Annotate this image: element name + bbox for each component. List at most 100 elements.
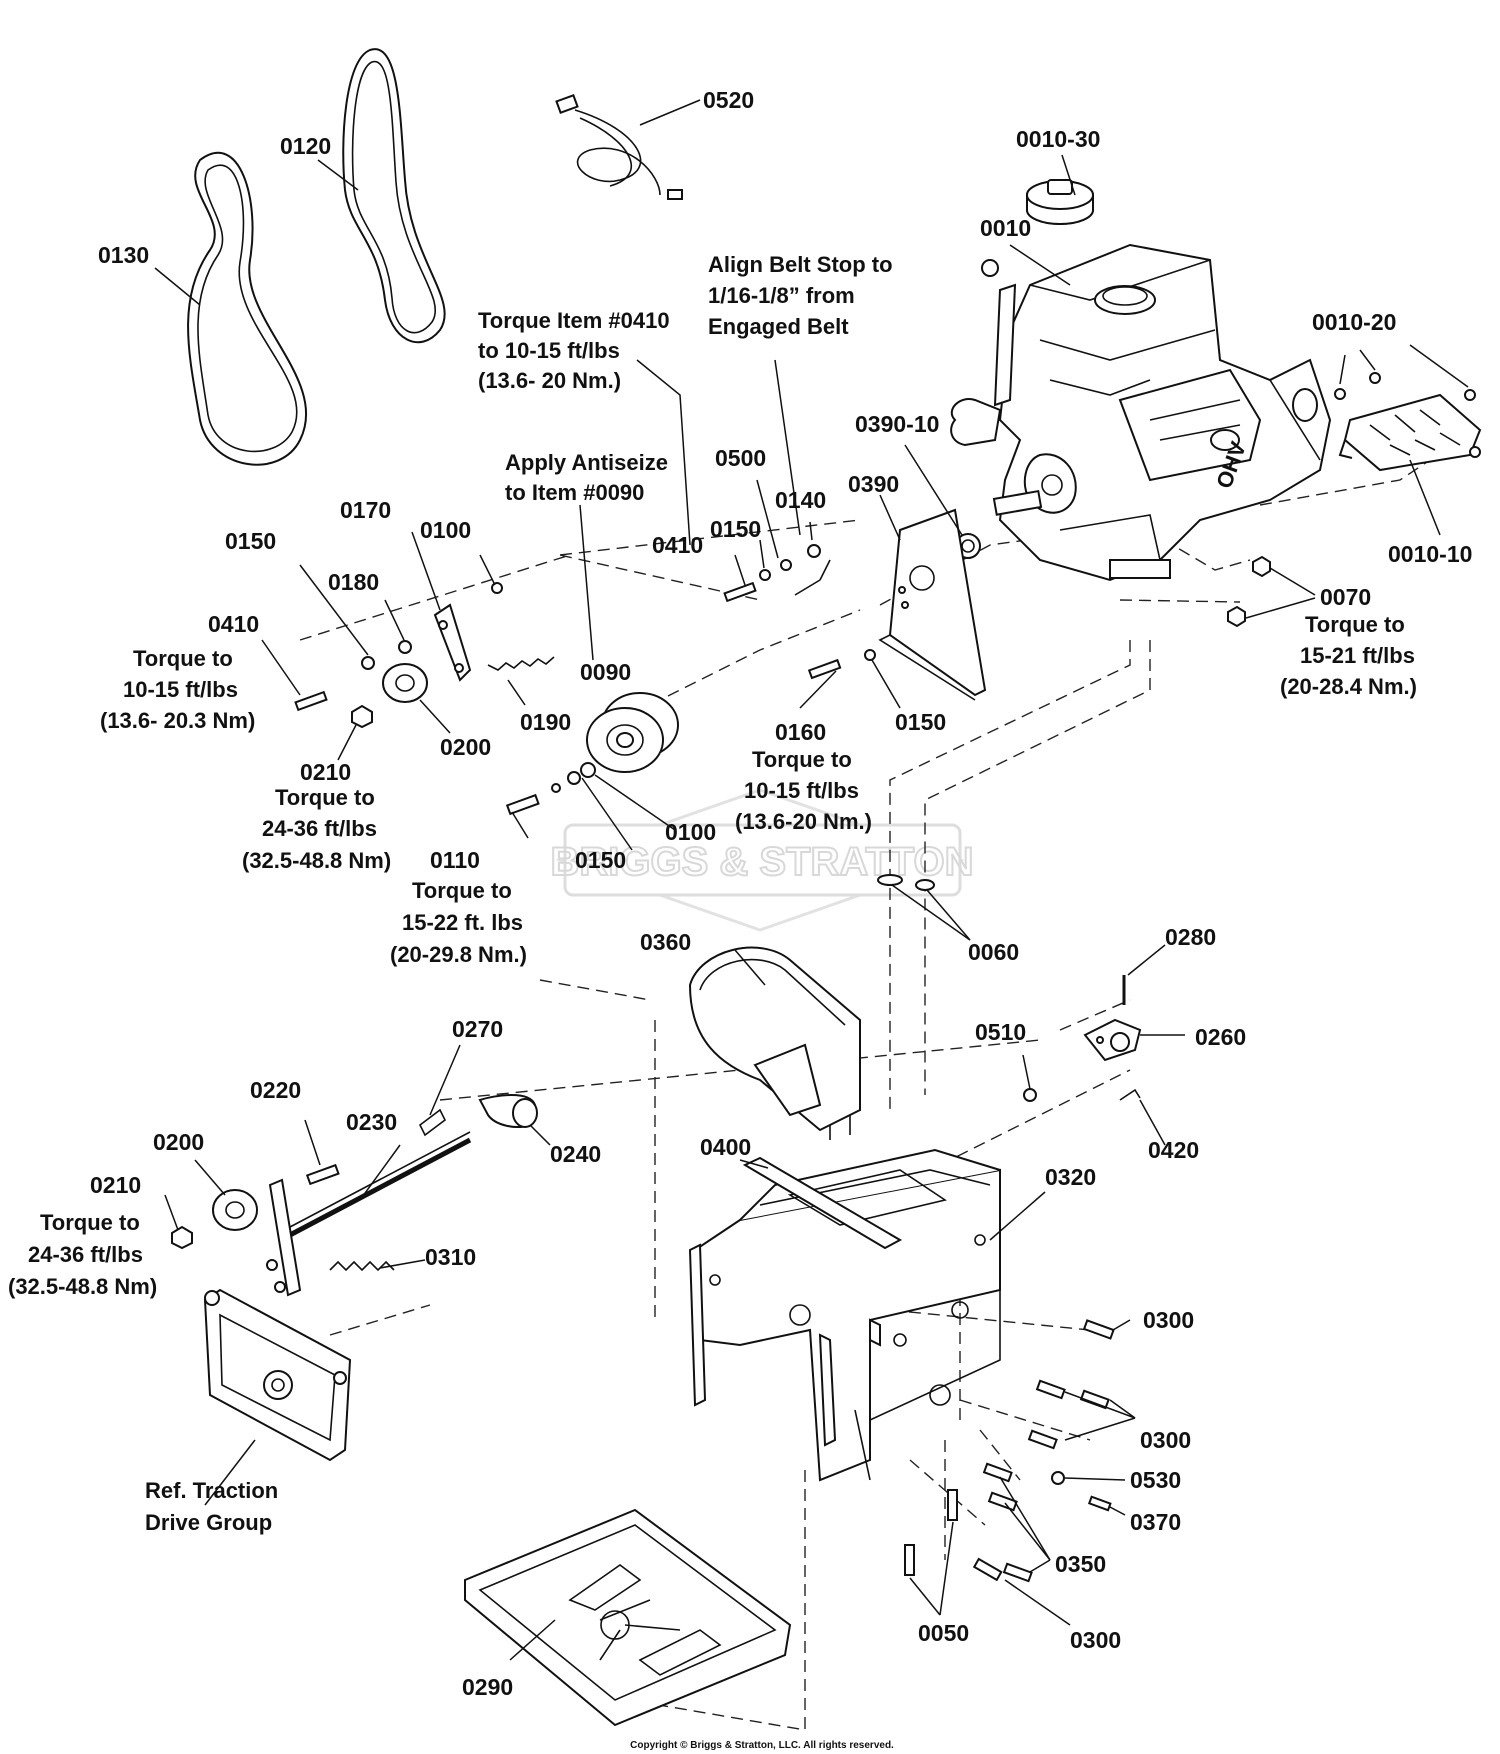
note-torque-0210b-line3: (32.5-48.8 Nm) <box>8 1274 157 1299</box>
callout-0510: 0510 <box>975 1019 1026 1045</box>
callout-0150-c: 0150 <box>575 847 626 873</box>
fuel-cap-0010-30 <box>1026 179 1094 225</box>
callout-0310: 0310 <box>425 1244 476 1270</box>
notes: Torque Item #0410 to 10-15 ft/lbs (13.6-… <box>8 252 1417 1535</box>
callout-0100-b: 0100 <box>665 819 716 845</box>
note-torque-0210a-line2: 24-36 ft/lbs <box>262 816 377 841</box>
callout-0420: 0420 <box>1148 1137 1199 1163</box>
note-torque-0070: Torque to <box>1305 612 1405 637</box>
callout-0300-c: 0300 <box>1070 1627 1121 1653</box>
note-torque-0110-line3: (20-29.8 Nm.) <box>390 942 527 967</box>
watermark-text: BRIGGS & STRATTON <box>551 840 974 884</box>
hardware-0410-group <box>723 544 876 680</box>
callout-0150-b: 0150 <box>225 528 276 554</box>
callout-0190: 0190 <box>520 709 571 735</box>
copyright-text: Copyright © Briggs & Stratton, LLC. All … <box>630 1740 894 1751</box>
callout-0350: 0350 <box>1055 1551 1106 1577</box>
frame-bolts <box>904 1319 1115 1583</box>
callout-0210-a: 0210 <box>300 759 351 785</box>
callout-0390: 0390 <box>848 471 899 497</box>
callout-0200-a: 0200 <box>440 734 491 760</box>
callout-0410-a: 0410 <box>652 532 703 558</box>
callout-0220: 0220 <box>250 1077 301 1103</box>
note-align-line3: Engaged Belt <box>708 314 849 339</box>
belt-0130 <box>187 151 308 466</box>
note-torque-0410-line2: to 10-15 ft/lbs <box>478 338 620 363</box>
note-torque-0160-line3: (13.6-20 Nm.) <box>735 809 872 834</box>
belt-guard-0390 <box>878 508 987 701</box>
washer-0510 <box>1023 1088 1037 1102</box>
callout-0140: 0140 <box>775 487 826 513</box>
callout-0170: 0170 <box>340 497 391 523</box>
callout-0160: 0160 <box>775 719 826 745</box>
note-torque-0210b: Torque to <box>40 1210 140 1235</box>
callout-0210-b: 0210 <box>90 1172 141 1198</box>
callout-0320: 0320 <box>1045 1164 1096 1190</box>
pulley-hardware-0110-0150-0100 <box>505 762 596 816</box>
callout-0070: 0070 <box>1320 584 1371 610</box>
note-torque-0410: Torque Item #0410 <box>478 308 670 333</box>
traction-shaft-assembly <box>171 1094 538 1297</box>
note-torque-0410-line3: (13.6- 20 Nm.) <box>478 368 621 393</box>
note-torque-0160: Torque to <box>752 747 852 772</box>
note-torque-0210b-line2: 24-36 ft/lbs <box>28 1242 143 1267</box>
callout-0290: 0290 <box>462 1674 513 1700</box>
callout-0410-b: 0410 <box>208 611 259 637</box>
leader-lines <box>154 99 1469 1661</box>
frame-0320 <box>688 1148 1001 1482</box>
callout-0400: 0400 <box>700 1134 751 1160</box>
nuts-0070 <box>1227 555 1271 628</box>
idler-arm-assembly <box>294 582 555 729</box>
note-torque-0210a: Torque to <box>275 785 375 810</box>
callout-0300-a: 0300 <box>1143 1307 1194 1333</box>
callout-0150-d: 0150 <box>895 709 946 735</box>
callout-0370: 0370 <box>1130 1509 1181 1535</box>
callout-0130: 0130 <box>98 242 149 268</box>
callout-0360: 0360 <box>640 929 691 955</box>
callout-0150-a: 0150 <box>710 516 761 542</box>
note-torque-0070-line3: (20-28.4 Nm.) <box>1280 674 1417 699</box>
note-antiseize: Apply Antiseize <box>505 450 668 475</box>
note-torque-0410b-line2: 10-15 ft/lbs <box>123 677 238 702</box>
callout-0180: 0180 <box>328 569 379 595</box>
brand-watermark: BRIGGS & STRATTON <box>550 788 974 932</box>
fork-0260 <box>1083 1018 1142 1062</box>
callout-0280: 0280 <box>1165 924 1216 950</box>
note-antiseize-line2: to Item #0090 <box>505 480 644 505</box>
callout-0010: 0010 <box>980 215 1031 241</box>
assembly-lines <box>299 449 1446 1731</box>
callout-0120: 0120 <box>280 133 331 159</box>
note-torque-0110-line2: 15-22 ft. lbs <box>402 910 523 935</box>
traction-drive-plate <box>203 1288 352 1462</box>
note-torque-0110: Torque to <box>412 878 512 903</box>
note-torque-0160-line2: 10-15 ft/lbs <box>744 778 859 803</box>
callout-0240: 0240 <box>550 1141 601 1167</box>
callout-0500: 0500 <box>715 445 766 471</box>
screws-0010-20 <box>1334 372 1476 401</box>
callout-0390-10: 0390-10 <box>855 411 939 437</box>
pulley-0090 <box>586 692 679 773</box>
bottom-pan-0290 <box>464 1508 792 1727</box>
callout-0520: 0520 <box>703 87 754 113</box>
callout-0110: 0110 <box>430 847 480 873</box>
note-torque-0410b-line3: (13.6- 20.3 Nm) <box>100 708 255 733</box>
engine-0010: OHV <box>950 243 1332 582</box>
bracket-0010-10 <box>1338 393 1482 472</box>
callout-0010-30: 0010-30 <box>1016 126 1100 152</box>
note-torque-0210a-line3: (32.5-48.8 Nm) <box>242 848 391 873</box>
bar-0400 <box>742 1156 903 1250</box>
callout-0530: 0530 <box>1130 1467 1181 1493</box>
note-align-line2: 1/16-1/8” from <box>708 283 855 308</box>
callout-0050: 0050 <box>918 1620 969 1646</box>
note-torque-0410b: Torque to <box>133 646 233 671</box>
callout-0260: 0260 <box>1195 1024 1246 1050</box>
callout-0270: 0270 <box>452 1016 503 1042</box>
note-ref-traction-drive-line2: Drive Group <box>145 1510 272 1535</box>
callout-0100-a: 0100 <box>420 517 471 543</box>
clip-0420 <box>1119 1088 1141 1101</box>
callout-0090: 0090 <box>580 659 631 685</box>
washer-0060-a <box>877 874 903 886</box>
washer-0060-b <box>915 879 935 891</box>
callout-0230: 0230 <box>346 1109 397 1135</box>
callout-0010-10: 0010-10 <box>1388 541 1472 567</box>
